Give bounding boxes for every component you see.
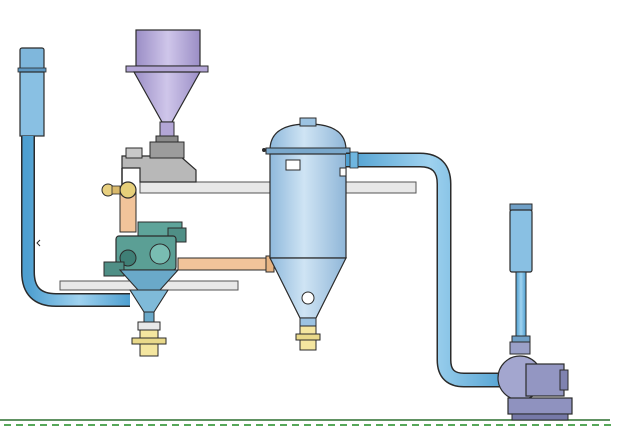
feed-tube xyxy=(101,181,137,233)
collector-discharge-valve xyxy=(295,325,321,351)
transfer-tube xyxy=(177,255,275,273)
exhaust-pipe xyxy=(346,151,512,388)
feed-motor-right xyxy=(119,181,137,199)
exhaust-fan xyxy=(497,341,573,421)
cyclone-collector xyxy=(262,117,351,327)
left-filter xyxy=(19,47,45,71)
mill-discharge-valve xyxy=(131,321,167,357)
mill xyxy=(103,221,187,323)
feed-hopper xyxy=(125,29,209,143)
screw-feeder xyxy=(121,141,197,190)
left-filter-body xyxy=(19,71,45,137)
right-silencer xyxy=(509,203,533,343)
left-filter-assembly xyxy=(17,47,130,307)
ground xyxy=(0,419,611,426)
